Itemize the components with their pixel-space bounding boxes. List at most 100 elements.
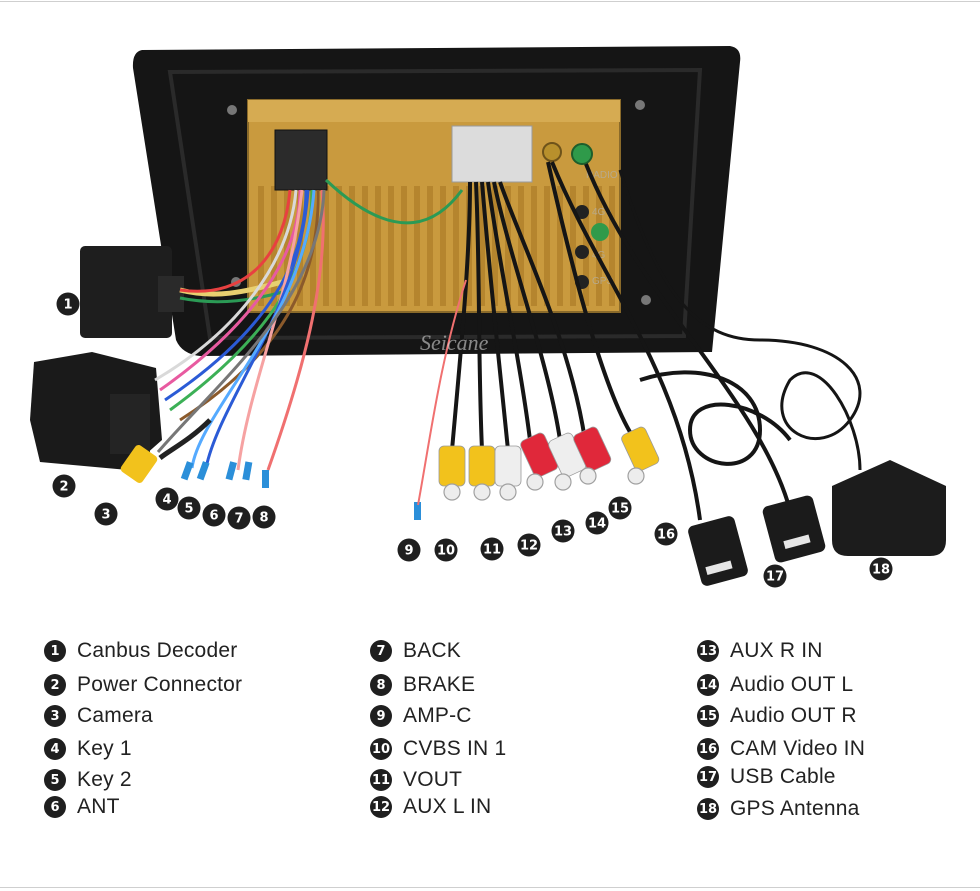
- legend-item: 14 Audio OUT L: [697, 672, 853, 698]
- legend-number-badge: 1: [44, 640, 66, 662]
- rca-bundle-wires: [450, 161, 792, 521]
- legend-label: Audio OUT L: [730, 673, 854, 696]
- callout-badge: [52, 474, 76, 498]
- gps-antenna-puck: [832, 460, 946, 556]
- rca-socket: [451, 125, 533, 183]
- rca-tip: [473, 483, 491, 501]
- board-top-plate: [248, 100, 620, 122]
- legend-label: AMP-C: [403, 704, 472, 727]
- bottom-rule: [0, 887, 980, 888]
- rca-tip: [627, 467, 645, 485]
- legend-number-badge: 7: [370, 640, 392, 662]
- heatsink-fin: [323, 186, 329, 306]
- callout-number: 7: [234, 512, 243, 527]
- heatsink-fin: [284, 186, 290, 306]
- callout-number: 8: [259, 511, 268, 526]
- usb-plug-2: [762, 495, 826, 563]
- heatsink-fin: [349, 186, 355, 306]
- legend-label: BACK: [403, 639, 461, 662]
- legend-number-badge: 6: [44, 796, 66, 818]
- usb-port-2: [783, 534, 811, 549]
- heatsink-fin: [453, 186, 459, 306]
- usb-plug-1: [688, 516, 748, 586]
- callout-badge: [227, 506, 251, 530]
- gps-cable-coil: [618, 169, 862, 471]
- heatsink-fin: [570, 186, 576, 306]
- rca-plug: [621, 426, 660, 472]
- heatsink-fin: [505, 186, 511, 306]
- rca-plug: [573, 426, 612, 472]
- legend-label: Key 1: [77, 737, 132, 760]
- canbus-decoder-box: [80, 246, 172, 338]
- legend-label: GPS Antenna: [730, 797, 860, 820]
- harness-wires: [154, 178, 464, 471]
- heatsink-fin: [375, 186, 381, 306]
- callout-badge: [155, 487, 179, 511]
- callout-number: 16: [657, 528, 675, 543]
- camera-rca-plug: [120, 445, 158, 483]
- rca-tip: [443, 483, 461, 501]
- screw: [635, 100, 645, 110]
- legend-item: 9 AMP-C: [370, 703, 472, 729]
- usb-cable-coil: [639, 370, 792, 466]
- rca-plug: [438, 445, 466, 487]
- legend-item: 2 Power Connector: [44, 672, 242, 698]
- board-label-4g-plus: 4G+: [592, 207, 611, 218]
- legend-item: 18 GPS Antenna: [697, 796, 859, 822]
- main-harness-socket: [274, 129, 328, 191]
- callout-badge: [397, 538, 421, 562]
- callout-badge: [202, 503, 226, 527]
- legend-label: Power Connector: [77, 673, 243, 696]
- legend-number-badge: 16: [697, 738, 719, 760]
- legend-label: Key 2: [77, 768, 132, 791]
- legend-item: 16 CAM Video IN: [697, 736, 865, 762]
- board-label-radio: RADIO: [586, 170, 618, 181]
- callout-badge: [763, 564, 787, 588]
- screw: [641, 295, 651, 305]
- watermark: Seicane: [420, 330, 489, 355]
- legend-number-badge: 18: [697, 798, 719, 820]
- legend-number-badge: 14: [697, 674, 719, 696]
- screw: [227, 105, 237, 115]
- legend-number-badge: 9: [370, 705, 392, 727]
- legend-number-badge: 5: [44, 769, 66, 791]
- heatsink-fin: [596, 186, 602, 306]
- legend-number-badge: 8: [370, 674, 392, 696]
- legend-label: AUX R IN: [730, 639, 823, 662]
- radio-green-port: [571, 143, 593, 165]
- callout-badge: [654, 522, 678, 546]
- callout-number: 14: [588, 517, 606, 532]
- callout-number: 3: [101, 508, 110, 523]
- legend-label: CAM Video IN: [730, 737, 866, 760]
- radio-antenna-port: [542, 142, 562, 162]
- 4g-port-2: [575, 245, 589, 259]
- heatsink-fin: [388, 186, 394, 306]
- legend-label: CVBS IN 1: [403, 737, 507, 760]
- housing-inner-frame: [167, 67, 703, 341]
- legend-number-badge: 2: [44, 674, 66, 696]
- power-connector-latch: [110, 394, 150, 454]
- callout-number: 4: [162, 493, 171, 508]
- callout-number: 10: [437, 544, 455, 559]
- rca-tip: [526, 473, 544, 491]
- callout-badge: [177, 496, 201, 520]
- heatsink-fin: [609, 186, 615, 306]
- rca-tip: [579, 467, 597, 485]
- callout-number: 17: [766, 570, 784, 585]
- callout-badge: [94, 502, 118, 526]
- callout-number: 9: [404, 544, 413, 559]
- legend-number-badge: 11: [370, 769, 392, 791]
- rca-tip: [554, 473, 572, 491]
- top-rule: [0, 1, 980, 2]
- callout-number: 11: [483, 543, 501, 558]
- camera-cable: [158, 418, 212, 460]
